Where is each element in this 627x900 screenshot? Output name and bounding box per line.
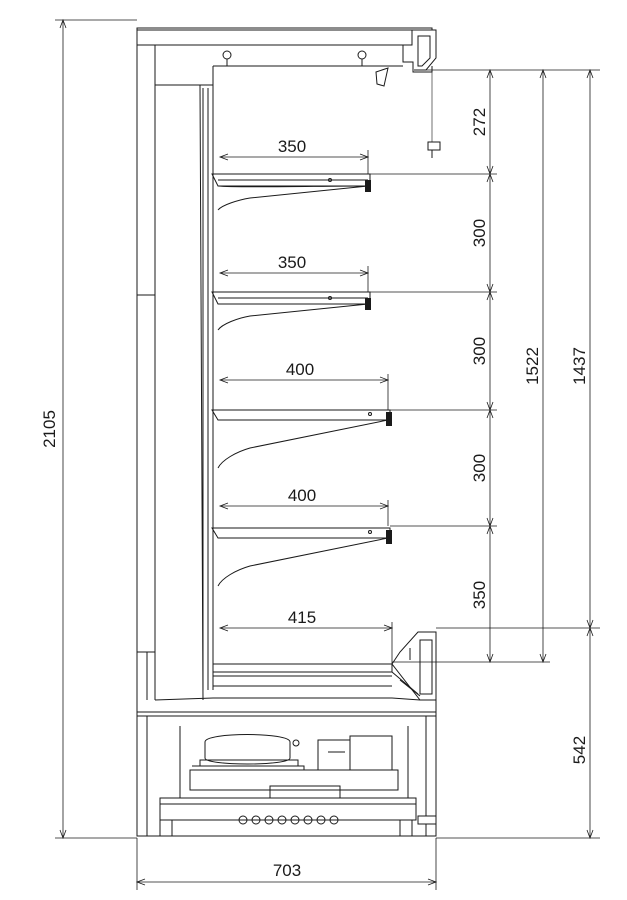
shelf-4 xyxy=(211,527,392,587)
dim-display-height-a: 1522 xyxy=(523,347,542,385)
dimension-lines xyxy=(55,18,600,890)
shelf-1 xyxy=(211,173,371,211)
dimension-labels: 2105 703 1522 1437 542 272 300 300 300 3… xyxy=(40,108,589,880)
dim-shelf-depth-3: 400 xyxy=(286,360,314,379)
dim-shelf-depth-2: 350 xyxy=(278,253,306,272)
dim-shelf-depth-5: 415 xyxy=(288,608,316,627)
machine-compartment xyxy=(136,700,437,837)
shelf-3 xyxy=(211,409,392,469)
dim-gap-1: 272 xyxy=(470,108,489,136)
dim-shelf-depth-4: 400 xyxy=(288,486,316,505)
dim-gap-4: 300 xyxy=(470,454,489,482)
dim-width: 703 xyxy=(273,861,301,880)
dim-gap-2: 300 xyxy=(470,219,489,247)
dim-gap-3: 300 xyxy=(470,337,489,365)
dim-gap-5: 350 xyxy=(470,581,489,609)
shelf-uprights xyxy=(202,88,214,690)
dim-overall-height: 2105 xyxy=(40,410,59,448)
dim-shelf-depth-1: 350 xyxy=(278,137,306,156)
shelf-2 xyxy=(211,291,371,331)
dim-display-height-b: 1437 xyxy=(570,347,589,385)
display-well xyxy=(154,631,437,701)
dim-base-height: 542 xyxy=(570,736,589,764)
